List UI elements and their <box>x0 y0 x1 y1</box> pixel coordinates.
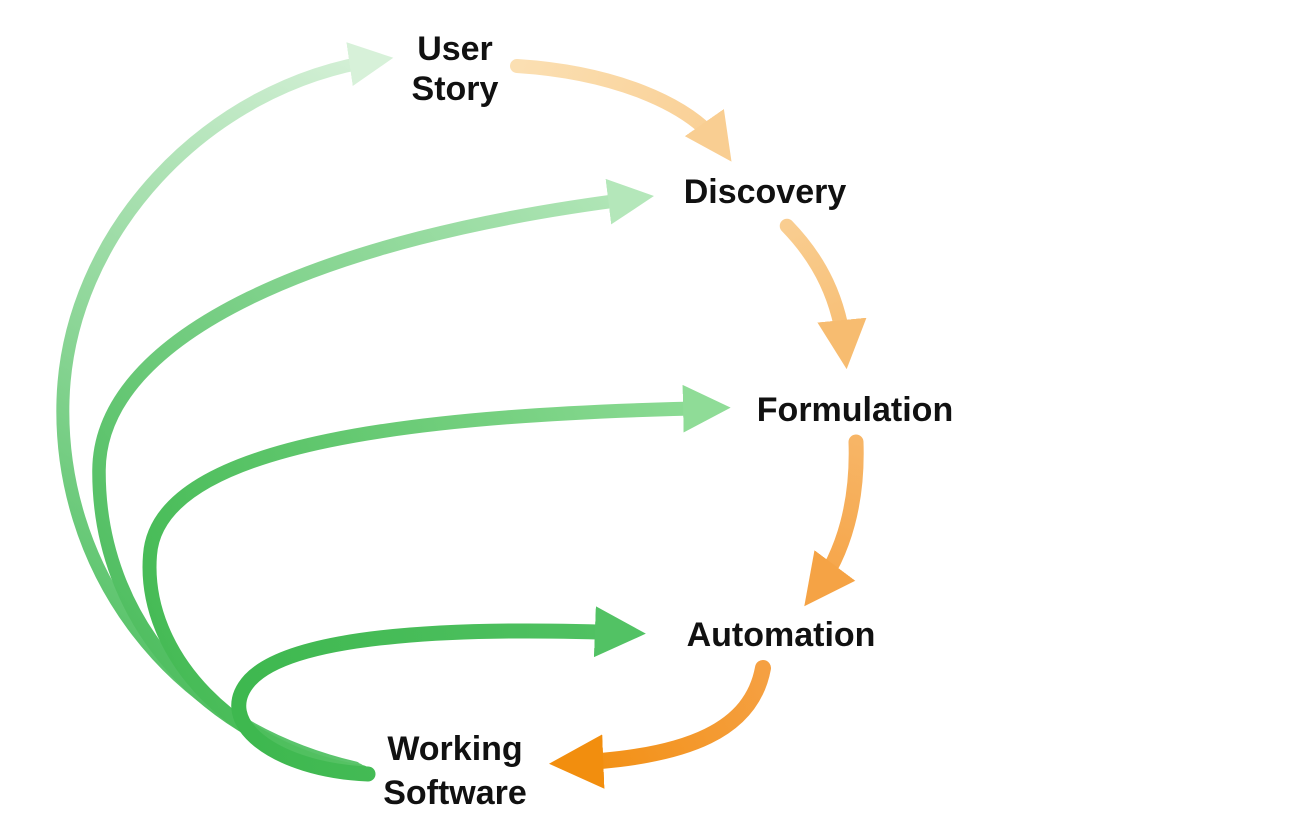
node-label-user-story-line1: User <box>417 30 493 68</box>
node-label-user-story-line2: Story <box>412 70 499 108</box>
node-label-working-software-line2: Software <box>383 774 527 812</box>
arrow-discovery-to-formulation <box>779 218 867 370</box>
arrow-user-story-to-discovery <box>510 59 732 162</box>
arrow-loop-to-automation <box>231 606 646 782</box>
node-label-working-software-line1: Working <box>387 730 522 768</box>
node-label-discovery: Discovery <box>684 173 847 211</box>
arrow-loop-to-discovery <box>92 178 654 777</box>
node-label-formulation: Formulation <box>757 391 953 429</box>
node-label-automation: Automation <box>687 616 876 654</box>
arrow-automation-to-working-software <box>548 660 771 789</box>
arrow-formulation-to-automation <box>804 434 864 607</box>
